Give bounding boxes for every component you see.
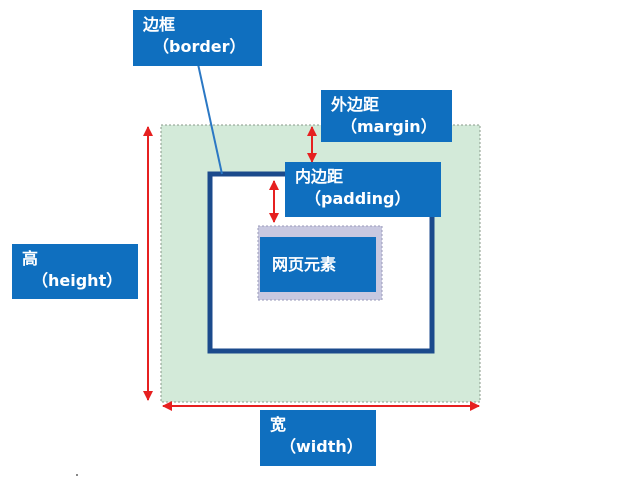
padding-label: 内边距 （padding） xyxy=(285,162,441,217)
margin-label-zh: 外边距 xyxy=(331,95,380,114)
margin-label-en: （margin） xyxy=(341,117,437,136)
height-label-zh: 高 xyxy=(22,249,39,268)
border-label-en: （border） xyxy=(153,37,246,56)
border-label: 边框 （border） xyxy=(133,10,262,66)
border-label-zh: 边框 xyxy=(143,15,176,34)
margin-label: 外边距 （margin） xyxy=(321,90,452,142)
padding-label-en: （padding） xyxy=(305,189,411,208)
element-label: 网页元素 xyxy=(260,237,376,292)
padding-label-zh: 内边距 xyxy=(295,167,344,186)
height-label-en: （height） xyxy=(32,271,123,290)
height-label: 高 （height） xyxy=(12,244,138,299)
width-label-en: （width） xyxy=(280,437,363,456)
width-label: 宽 （width） xyxy=(260,410,376,466)
element-label-zh: 网页元素 xyxy=(272,254,337,274)
stray-dot xyxy=(76,474,78,476)
width-label-zh: 宽 xyxy=(270,415,287,434)
border-pointer-line xyxy=(197,63,223,175)
